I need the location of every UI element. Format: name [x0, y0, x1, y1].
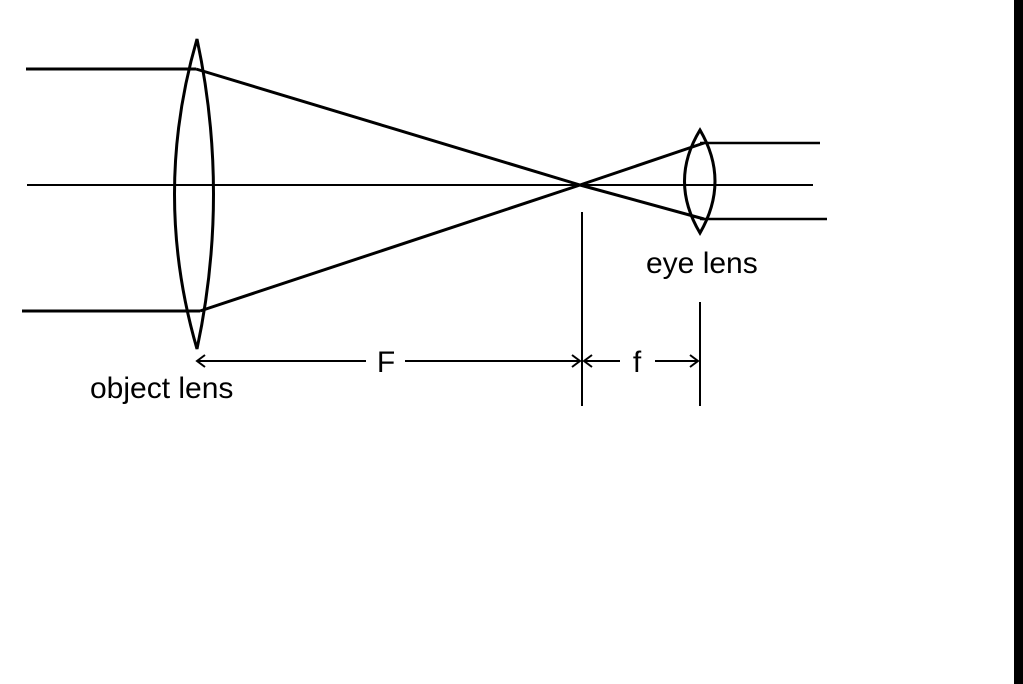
diverging-ray-top — [579, 141, 705, 187]
eye-lens-shape — [683, 127, 717, 236]
converging-ray-bottom — [199, 183, 581, 313]
right-edge-bar — [1014, 0, 1023, 684]
eye-lens-label: eye lens — [646, 247, 758, 280]
arrowhead-f-right — [689, 354, 700, 368]
focal-length-f-label: f — [633, 346, 642, 379]
arrowhead-F-right — [571, 354, 582, 368]
focal-length-F-label: F — [377, 346, 395, 379]
object-lens-label: object lens — [90, 372, 233, 405]
diverging-ray-bottom — [579, 183, 705, 221]
arrowhead-F-left — [195, 354, 206, 368]
converging-ray-top — [195, 67, 581, 187]
arrowhead-f-left — [582, 354, 593, 368]
object-lens-shape — [173, 38, 215, 350]
